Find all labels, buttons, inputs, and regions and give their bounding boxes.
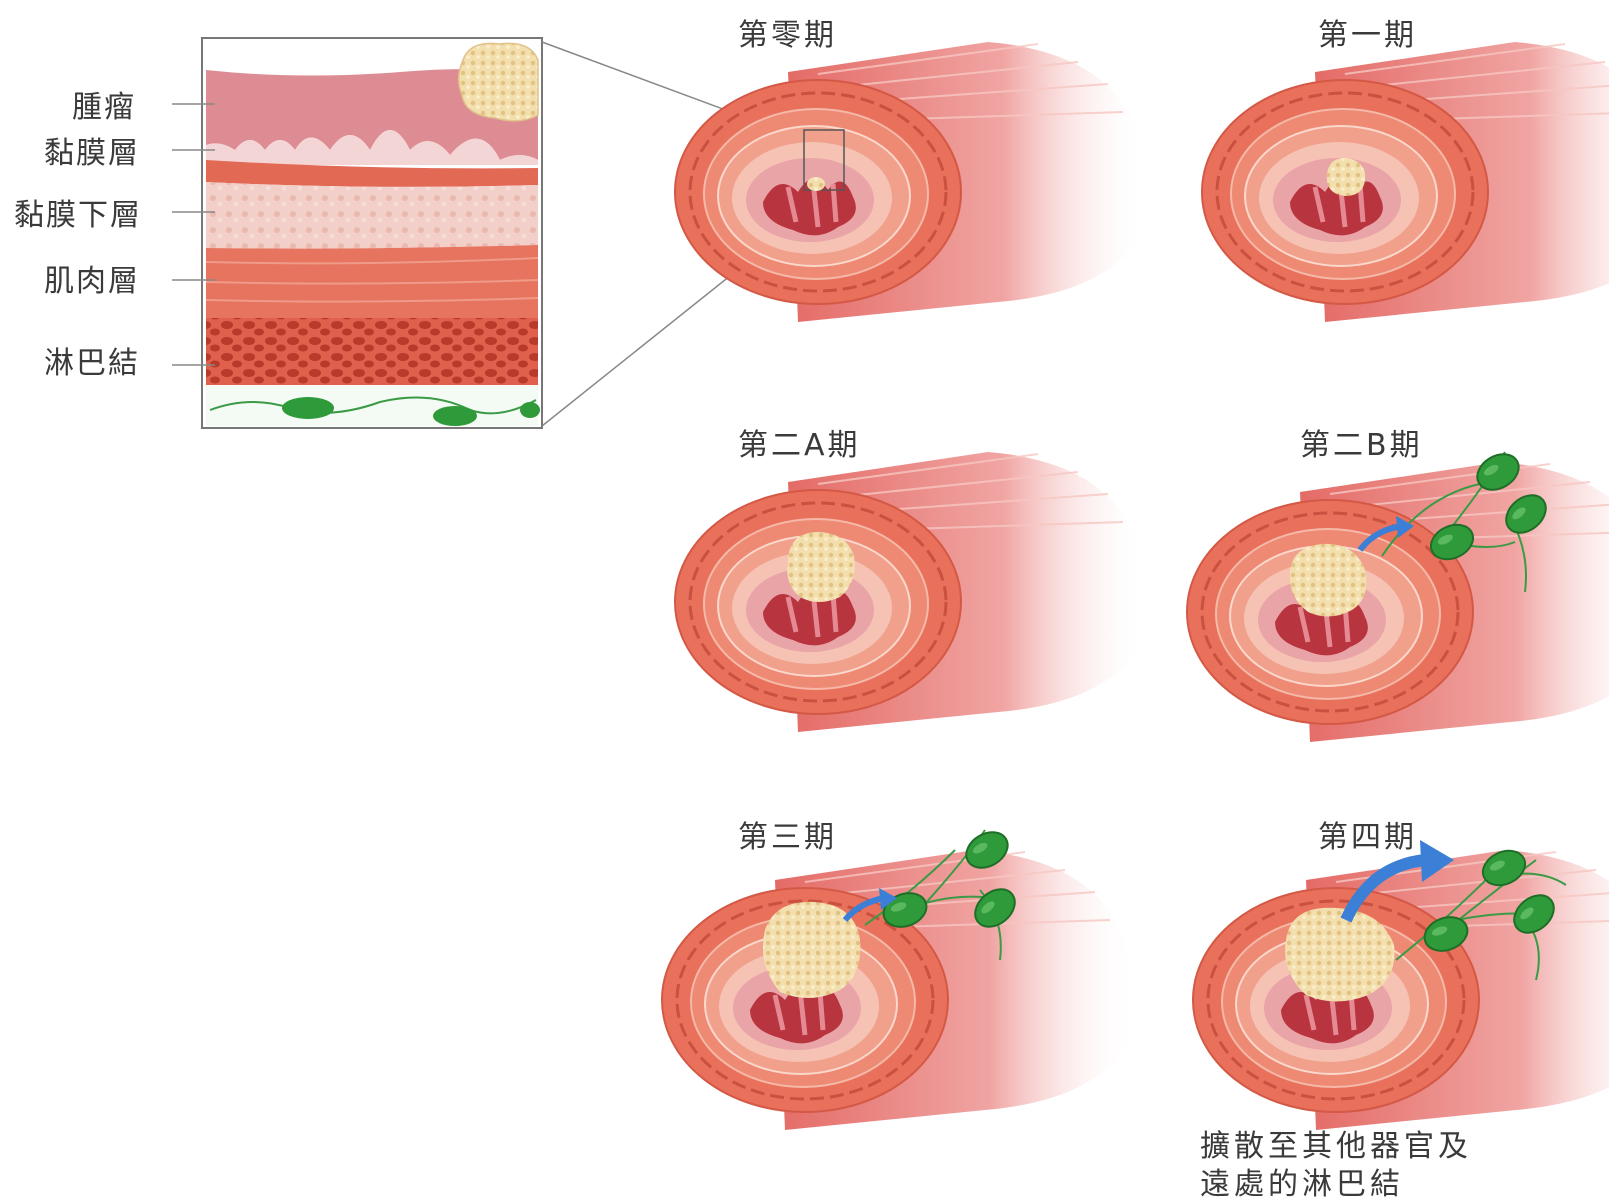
stage-2a-tube [675, 452, 1148, 732]
cross-section-panel [202, 38, 542, 428]
stage-1-tumor [1327, 158, 1365, 196]
stage-4-tube [1193, 840, 1609, 1130]
stage-2a-tumor [787, 532, 855, 602]
stage-0-tumor [807, 177, 825, 191]
stage-0-tube [675, 42, 1148, 322]
stage-3-tube [662, 825, 1135, 1130]
submucosa-layer [206, 182, 538, 249]
tumor-blob [459, 43, 538, 121]
stage-2b-tumor [1290, 544, 1366, 617]
stage-1-tube [1202, 42, 1609, 322]
stage-2b-tube [1187, 447, 1609, 742]
lymph-layer [206, 318, 538, 385]
